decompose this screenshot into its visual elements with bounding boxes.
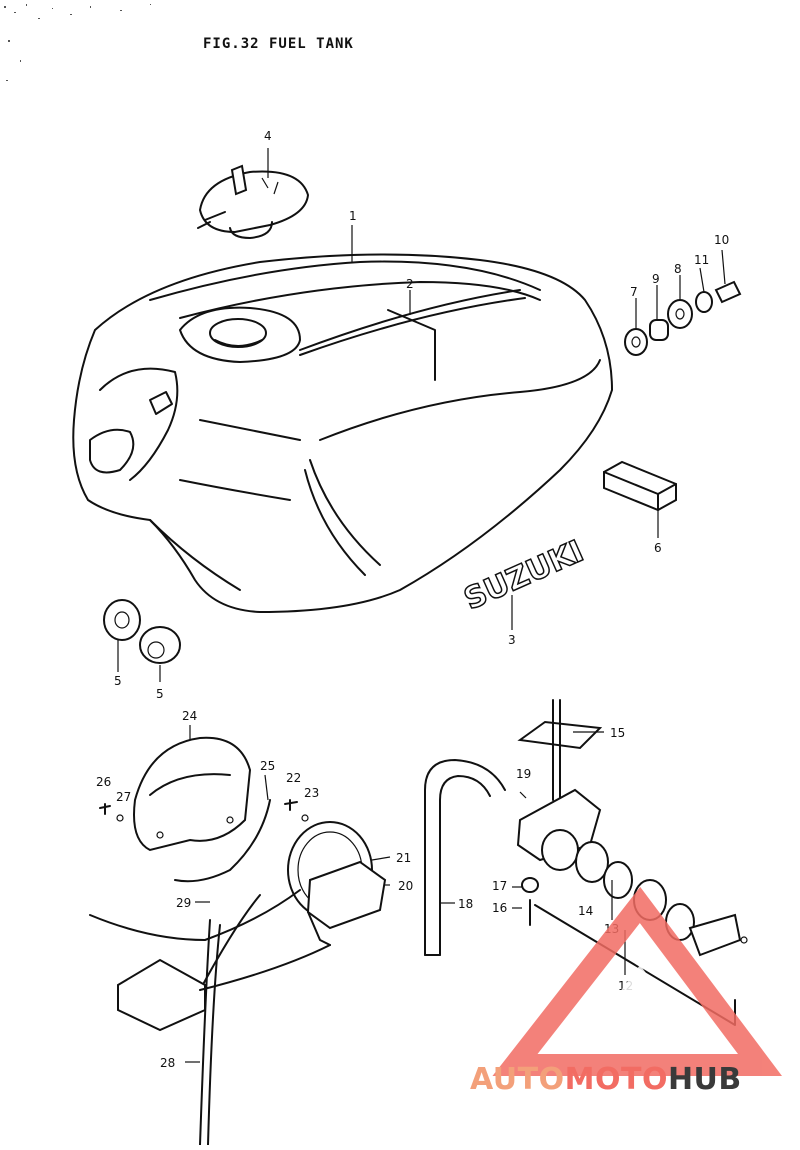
scan-noise — [4, 4, 151, 81]
callout-7: 7 — [630, 285, 638, 299]
callout-29: 29 — [176, 896, 191, 910]
callout-11: 11 — [694, 253, 709, 267]
rubber-cushion — [603, 460, 677, 512]
callout-5a: 5 — [114, 674, 122, 688]
callout-19: 19 — [516, 767, 531, 781]
fuel-hose — [424, 759, 506, 956]
callout-21: 21 — [396, 851, 411, 865]
mount-hardware — [624, 280, 742, 356]
callout-1: 1 — [349, 209, 357, 223]
callout-28: 28 — [160, 1056, 175, 1070]
callout-17: 17 — [492, 879, 507, 893]
callout-8: 8 — [674, 262, 682, 276]
watermark-moto: MOTO — [564, 1062, 668, 1097]
watermark-text: AUTOMOTOHUB — [470, 1062, 742, 1097]
callout-24: 24 — [182, 709, 197, 723]
emblem-text: SUZUKI — [459, 534, 589, 617]
figure-title: FIG.32 FUEL TANK — [203, 36, 354, 52]
callout-3: 3 — [508, 633, 516, 647]
suzuki-emblem: SUZUKI — [458, 533, 589, 618]
callout-6: 6 — [654, 541, 662, 555]
callout-18: 18 — [458, 897, 473, 911]
callout-9: 9 — [652, 272, 660, 286]
callout-22: 22 — [286, 771, 301, 785]
callout-5b: 5 — [156, 687, 164, 701]
watermark-hub: HUB — [667, 1062, 742, 1097]
leader-lines — [117, 148, 726, 1063]
grommets — [103, 599, 181, 664]
callout-4: 4 — [264, 129, 272, 143]
callout-27: 27 — [116, 790, 131, 804]
part-callouts: 1 2 3 4 5 5 6 7 8 9 10 11 12 13 14 15 16… — [96, 129, 729, 1070]
fuel-level-gauge — [89, 821, 387, 1146]
callout-14: 14 — [578, 904, 593, 918]
callout-2: 2 — [406, 277, 414, 291]
callout-25: 25 — [260, 759, 275, 773]
screws — [99, 799, 309, 822]
tank-badge — [387, 309, 436, 381]
callout-15: 15 — [610, 726, 625, 740]
watermark-logo — [492, 886, 782, 1076]
callout-10: 10 — [714, 233, 729, 247]
callout-20: 20 — [398, 879, 413, 893]
callout-23: 23 — [304, 786, 319, 800]
watermark-auto: AUTO — [470, 1062, 565, 1097]
fuel-cap — [197, 164, 310, 239]
gauge-bracket — [133, 736, 271, 883]
callout-16: 16 — [492, 901, 507, 915]
fuel-tank — [72, 253, 614, 614]
callout-26: 26 — [96, 775, 111, 789]
